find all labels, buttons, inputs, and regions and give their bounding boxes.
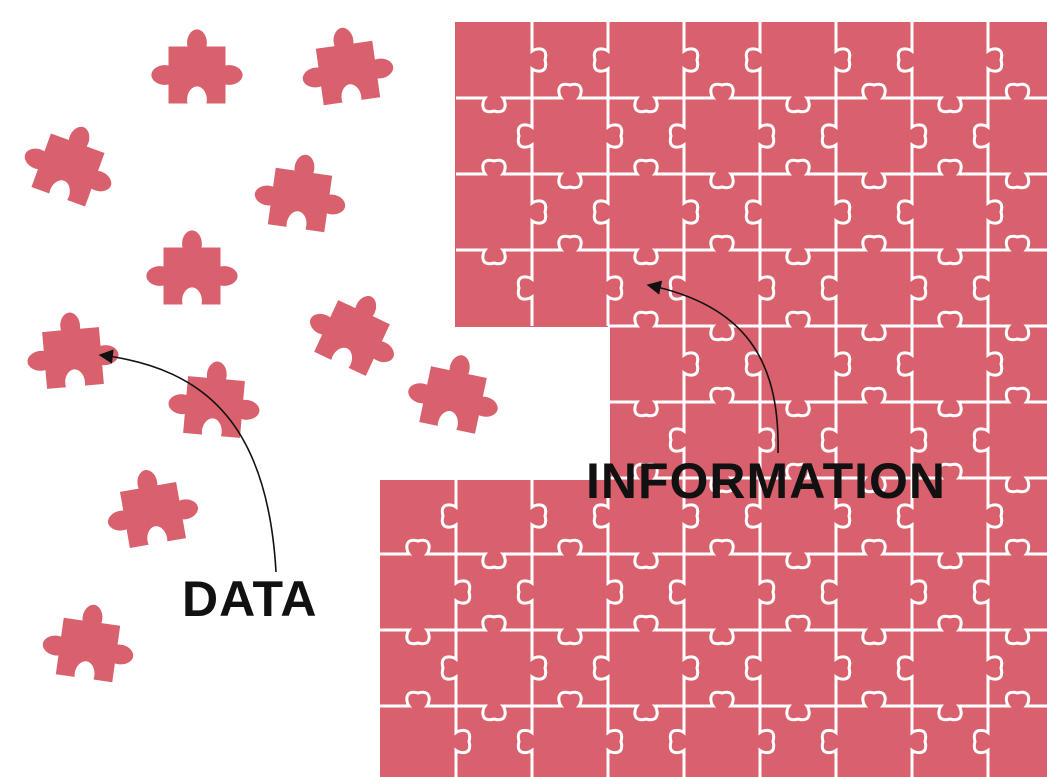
loose-puzzle-piece — [298, 277, 413, 384]
data-label: DATA — [182, 571, 318, 627]
information-label: INFORMATION — [586, 453, 947, 509]
loose-puzzle-piece — [402, 345, 508, 438]
loose-puzzle-piece — [38, 598, 140, 685]
information-arrow — [646, 280, 779, 454]
assembled-puzzle-grid — [380, 22, 1047, 777]
loose-puzzle-piece — [146, 230, 238, 305]
loose-puzzle-piece — [100, 462, 203, 551]
loose-puzzle-piece — [296, 21, 398, 108]
loose-puzzle-piece — [250, 148, 352, 235]
puzzle-seams — [380, 22, 1047, 777]
loose-puzzle-piece — [23, 308, 121, 391]
loose-puzzle-piece — [151, 29, 243, 104]
data-arrow — [98, 349, 277, 573]
seam-lines — [380, 22, 1047, 777]
loose-puzzle-piece — [166, 357, 264, 440]
loose-puzzle-piece — [15, 111, 127, 213]
